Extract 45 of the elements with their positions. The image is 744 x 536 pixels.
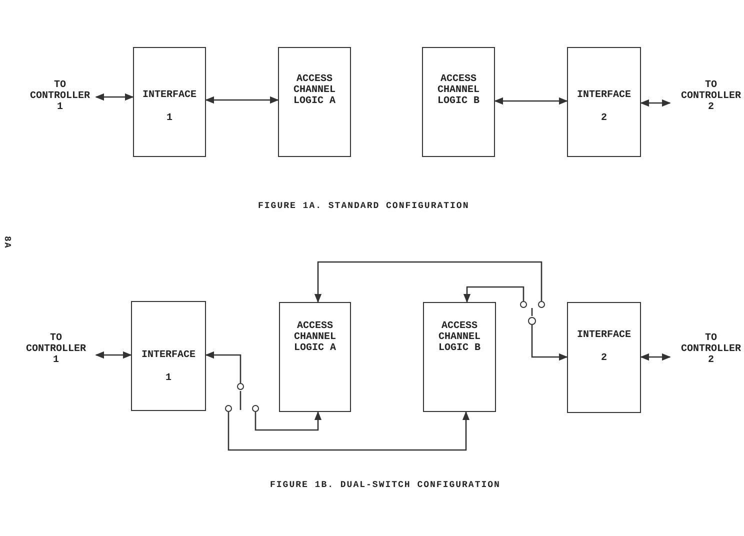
switch-contact	[528, 317, 536, 325]
arrow	[205, 351, 242, 383]
block-number: 1	[166, 113, 172, 124]
block-label: ACCESS CHANNEL LOGIC B	[438, 74, 480, 107]
block-box	[423, 302, 496, 412]
block-box	[567, 302, 641, 413]
arrow	[254, 411, 322, 431]
block-box	[133, 47, 206, 157]
switch-contact	[520, 301, 527, 308]
block-box	[278, 47, 351, 157]
block-box	[567, 47, 641, 157]
arrow	[314, 261, 542, 303]
figure-caption: FIGURE 1A. STANDARD CONFIGURATION	[258, 201, 470, 211]
double-arrow	[95, 93, 134, 101]
double-arrow	[640, 353, 671, 361]
switch-contact	[237, 383, 244, 390]
page-number: 8A	[2, 236, 12, 249]
endpoint-label: TO CONTROLLER 2	[681, 80, 741, 113]
double-arrow	[95, 351, 132, 359]
block-label: ACCESS CHANNEL LOGIC B	[438, 321, 480, 354]
block-title: INTERFACE	[141, 350, 196, 361]
block-box	[422, 47, 495, 157]
double-arrow	[640, 99, 671, 107]
double-arrow	[494, 97, 568, 105]
block-title: INTERFACE	[142, 90, 196, 101]
switch-contact	[538, 301, 545, 308]
block-title: INTERFACE	[576, 90, 631, 101]
endpoint-label: TO CONTROLLER 1	[30, 80, 90, 113]
block-number: 2	[600, 113, 607, 124]
block-box	[279, 302, 351, 412]
switch-contact	[252, 405, 259, 412]
endpoint-label: TO CONTROLLER 1	[26, 333, 86, 366]
arrow	[228, 411, 470, 451]
block-number: 1	[165, 373, 172, 384]
double-arrow	[205, 96, 279, 104]
arrow	[463, 286, 524, 303]
block-label: ACCESS CHANNEL LOGIC A	[294, 74, 336, 107]
arrow	[531, 325, 568, 361]
block-title: INTERFACE	[576, 330, 631, 341]
figure-caption: FIGURE 1B. DUAL-SWITCH CONFIGURATION	[270, 480, 500, 490]
block-box	[131, 301, 206, 411]
block-label: ACCESS CHANNEL LOGIC A	[294, 321, 336, 354]
block-number: 2	[600, 353, 607, 364]
endpoint-label: TO CONTROLLER 2	[681, 333, 741, 366]
switch-contact	[225, 405, 232, 412]
